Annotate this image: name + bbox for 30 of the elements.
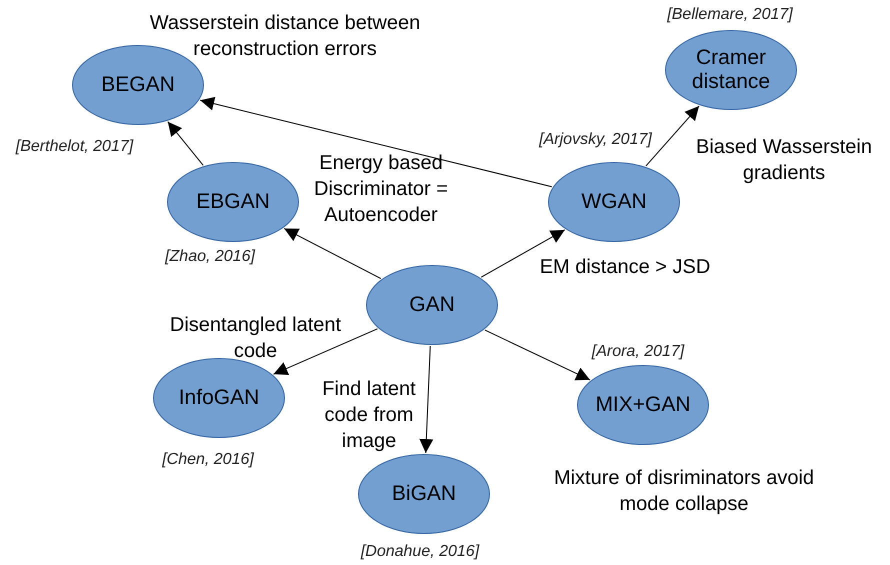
arrow (284, 228, 382, 280)
description-text: Wasserstein distance between reconstruction errors (148, 11, 422, 62)
node-label: BiGAN (390, 482, 458, 506)
arrow (484, 330, 591, 380)
description-text: Find latent code from image (321, 377, 417, 454)
citation: [Bellemare, 2017] (666, 5, 794, 25)
node-label: Cramer distance (690, 46, 772, 94)
citation: [Chen, 2016] (161, 450, 255, 470)
description-text: Energy based Discriminator = Autoencoder (313, 151, 449, 228)
citation: [Donahue, 2016] (360, 542, 480, 562)
description-text: EM distance > JSD (538, 255, 712, 280)
arrow (480, 229, 566, 278)
description-text: Mixture of disriminators avoid mode collapse (552, 466, 816, 517)
citation: [Zhao, 2016] (164, 247, 256, 267)
node-label: EBGAN (195, 190, 271, 214)
arrow (645, 106, 700, 166)
arrow (419, 345, 434, 454)
citation: [Arjovsky, 2017] (538, 130, 653, 150)
citation: [Arora, 2017] (590, 342, 686, 362)
arrow (200, 96, 552, 188)
node-label: GAN (408, 293, 456, 317)
node-label: WGAN (580, 190, 648, 214)
citation: [Berthelot, 2017] (14, 137, 134, 157)
node-label: MIX+GAN (594, 393, 692, 417)
arrow (273, 328, 378, 375)
arrow (167, 121, 204, 166)
description-text: Disentangled latent code (168, 313, 342, 364)
description-text: Biased Wasserstein gradients (695, 135, 873, 186)
node-label: InfoGAN (178, 386, 260, 410)
node-label: BEGAN (100, 73, 176, 97)
